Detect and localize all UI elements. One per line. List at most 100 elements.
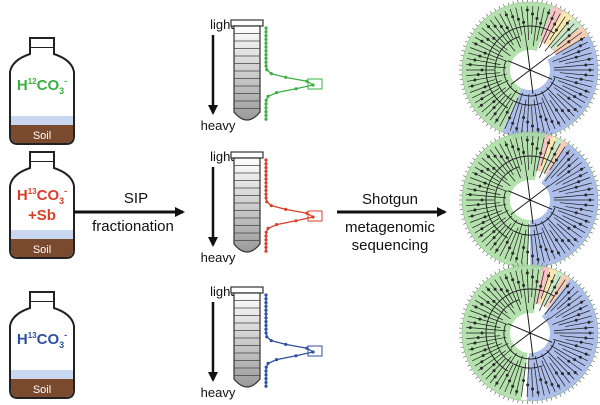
tree-node — [544, 380, 548, 384]
water-layer — [11, 116, 73, 125]
tree-node — [508, 379, 512, 383]
tree-node — [508, 116, 512, 120]
tree-node — [526, 250, 530, 254]
density-point — [264, 230, 268, 234]
density-point — [264, 98, 268, 102]
density-point — [275, 91, 279, 95]
tree-node — [588, 198, 592, 202]
tree-node — [539, 21, 543, 25]
tree-node — [505, 373, 509, 377]
tree-node — [515, 389, 519, 393]
density-point — [264, 245, 268, 249]
tree-node — [535, 16, 539, 20]
tree-node — [554, 158, 558, 162]
density-point — [264, 158, 268, 162]
tree-node — [567, 371, 571, 375]
tree-node — [577, 180, 581, 184]
tree-node — [487, 25, 491, 29]
tree-node — [480, 68, 484, 72]
tree-node — [567, 238, 571, 242]
tree-node — [479, 366, 483, 370]
tree-node — [505, 110, 509, 114]
tree-node — [468, 193, 472, 197]
tree-node — [492, 230, 496, 234]
sip-arrow: SIP fractionation — [74, 190, 185, 235]
density-point — [264, 60, 268, 64]
tree-node — [499, 288, 503, 292]
light-label: light — [210, 17, 234, 32]
tree-node — [516, 17, 520, 21]
density-point — [311, 215, 315, 219]
water-layer — [11, 370, 73, 379]
tree-node — [536, 390, 540, 394]
tree-node — [577, 313, 581, 317]
tree-node — [547, 274, 551, 278]
sequencing-label: sequencing — [352, 237, 429, 254]
tree-node — [539, 284, 543, 288]
tree-node — [483, 181, 487, 185]
tree-node — [483, 348, 487, 352]
tree-node — [479, 103, 483, 107]
tree-node — [584, 73, 588, 77]
tree-node — [526, 383, 530, 387]
tree-node — [584, 89, 588, 93]
tree-node — [476, 73, 480, 77]
tree-node — [550, 280, 554, 284]
tree-node — [468, 63, 472, 67]
tree-node — [511, 121, 515, 125]
tree-node — [567, 226, 571, 230]
tree-node — [505, 240, 509, 244]
tree-node — [468, 326, 472, 330]
tree-node — [574, 55, 578, 59]
density-point — [264, 34, 268, 38]
density-point — [265, 68, 269, 72]
tree-node — [578, 307, 582, 311]
tree-node — [584, 326, 588, 330]
density-point — [264, 173, 268, 177]
tree-node — [480, 360, 484, 364]
tree-node — [531, 275, 535, 279]
density-point — [264, 181, 268, 185]
tree-node — [554, 371, 558, 375]
density-point — [269, 72, 273, 76]
tree-node — [479, 233, 483, 237]
tree-node — [508, 246, 512, 250]
density-point — [264, 117, 268, 121]
tree-node — [492, 100, 496, 104]
density-point — [284, 342, 288, 346]
tree-node — [535, 279, 539, 283]
tree-node — [516, 147, 520, 151]
density-point — [284, 75, 288, 79]
density-point — [266, 94, 270, 98]
tree-node — [493, 242, 497, 246]
tree-node — [567, 297, 571, 301]
density-point — [264, 323, 268, 327]
bottle-extra-label: +Sb — [28, 207, 56, 224]
density-point — [264, 384, 268, 388]
heavy-fraction-box — [307, 78, 323, 90]
tree-node — [480, 331, 484, 335]
tree-node — [493, 154, 497, 158]
density-point — [264, 327, 268, 331]
tree-node — [481, 91, 485, 95]
density-point — [264, 45, 268, 49]
density-point — [264, 169, 268, 173]
density-point — [264, 53, 268, 57]
tree-node — [567, 164, 571, 168]
tree-node — [487, 155, 491, 159]
heavy-fraction-box — [307, 345, 323, 357]
tree-node — [492, 166, 496, 170]
tree-node — [565, 284, 569, 288]
density-point — [264, 373, 268, 377]
tree-node — [525, 271, 529, 275]
tree-node — [567, 158, 571, 162]
tree-node — [522, 246, 526, 250]
density-point — [264, 308, 268, 312]
tree-node — [480, 39, 484, 43]
density-point — [311, 83, 315, 87]
density-point — [284, 207, 288, 211]
